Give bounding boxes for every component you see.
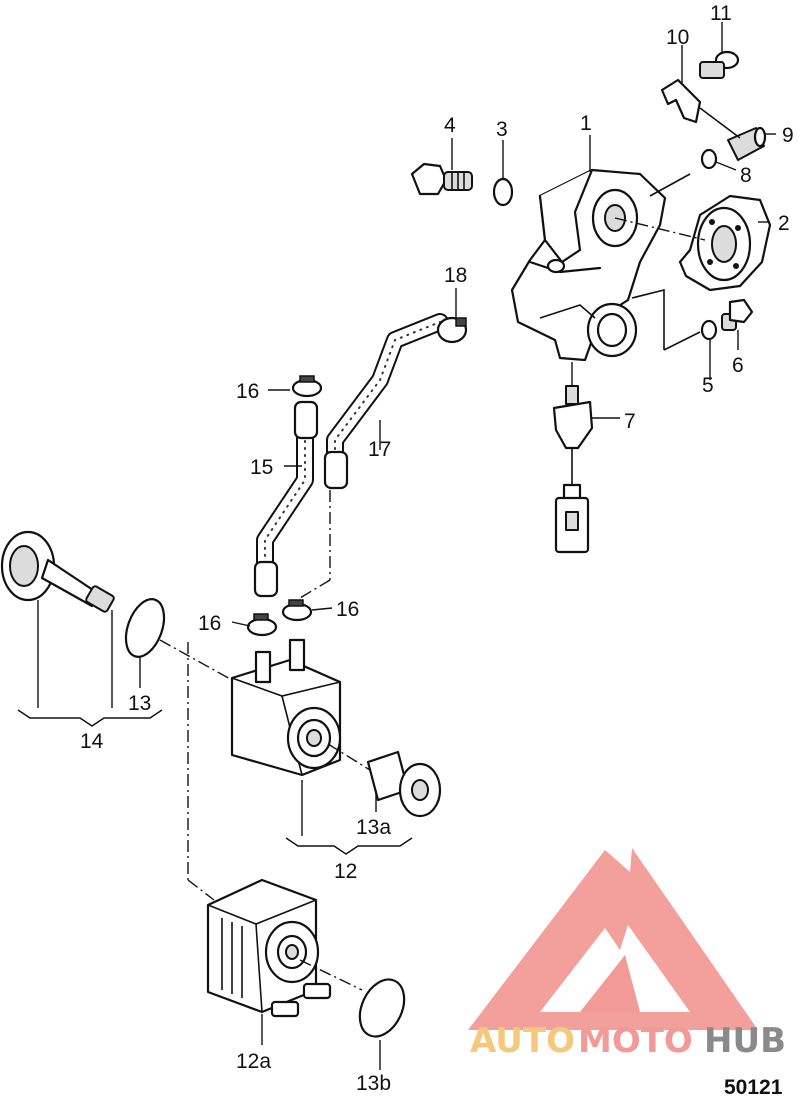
part-16-clamp-right <box>281 599 313 622</box>
callout-12a: 12a <box>236 1050 271 1073</box>
watermark-hub: HUB <box>704 1021 786 1061</box>
part-2-cover <box>678 194 772 292</box>
part-3-washer <box>492 177 514 207</box>
part-16-clamp-left <box>246 613 278 637</box>
callout-9: 9 <box>782 124 794 147</box>
callout-13a: 13a <box>356 816 391 839</box>
callout-6: 6 <box>732 354 744 377</box>
watermark-moto: MOTO <box>578 1021 693 1061</box>
part-7-sensor <box>552 385 594 554</box>
part-15-hose <box>256 411 314 589</box>
hose-end-15-top <box>293 400 319 440</box>
part-16-clamp-top <box>291 375 323 398</box>
callout-15: 15 <box>250 456 273 479</box>
callout-3: 3 <box>496 118 508 141</box>
callout-8: 8 <box>740 164 752 187</box>
leader-lines <box>17 22 776 1070</box>
part-1-housing <box>510 168 667 362</box>
callout-13: 13 <box>128 692 151 715</box>
hose-end-15 <box>253 560 279 598</box>
part-13-oring <box>124 598 166 658</box>
part-13b-oring <box>358 978 406 1038</box>
callout-2: 2 <box>778 212 790 235</box>
part-17-hose <box>326 313 449 479</box>
callout-16-right: 16 <box>336 598 359 621</box>
callout-18: 18 <box>444 264 467 287</box>
callout-5: 5 <box>702 374 714 397</box>
part-10-bracket <box>660 78 702 124</box>
callout-1: 1 <box>580 112 592 135</box>
callout-12: 12 <box>334 860 357 883</box>
callout-10: 10 <box>666 26 689 49</box>
callout-4: 4 <box>444 114 456 137</box>
figure-number: 50121 <box>724 1076 783 1099</box>
callout-16-left: 16 <box>198 612 221 635</box>
part-5-washer <box>700 319 718 341</box>
part-9-fitting <box>727 126 767 161</box>
callout-14: 14 <box>80 730 104 753</box>
part-12-cooler <box>230 638 342 777</box>
watermark-logo <box>468 848 758 1030</box>
part-14-bolt <box>0 530 115 613</box>
part-8-washer <box>700 148 718 170</box>
part-4-bolt <box>410 162 473 196</box>
callout-7: 7 <box>624 410 636 433</box>
part-18-clamp <box>436 316 468 344</box>
hose-end-17 <box>323 450 349 490</box>
part-12a-cooler <box>206 878 332 1018</box>
watermark-auto: AUTO <box>470 1021 575 1061</box>
callout-16-top: 16 <box>236 380 259 403</box>
callout-11: 11 <box>710 2 732 25</box>
part-11-bolt <box>699 50 740 79</box>
callout-17: 17 <box>368 438 391 461</box>
assembly-lines <box>159 107 741 991</box>
part-13a-adapter <box>366 750 442 818</box>
part-6-bolt <box>721 298 754 331</box>
callout-13b: 13b <box>356 1072 391 1095</box>
